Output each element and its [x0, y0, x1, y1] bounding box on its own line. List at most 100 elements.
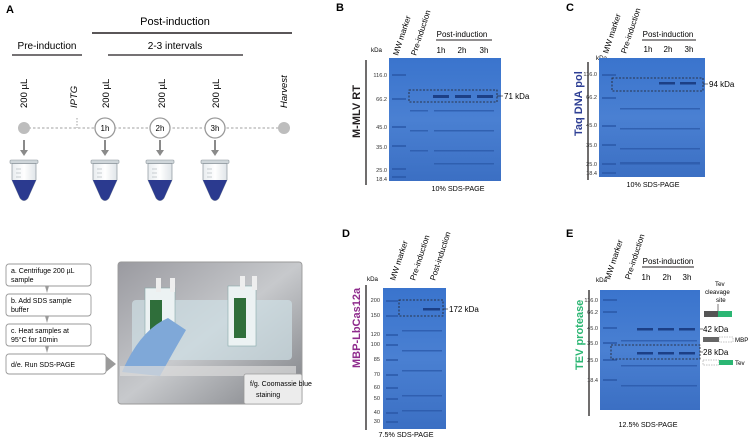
lane-post-d: Post-induction: [428, 231, 452, 282]
mbp-fragment: [703, 337, 719, 342]
harvest-label: Harvest: [279, 75, 290, 108]
tick-c-0: 116.0: [583, 72, 597, 78]
tick-b-4: 25.0: [376, 168, 387, 174]
kda-label-b: kDa: [371, 47, 383, 54]
tick-c-3: 35.0: [586, 143, 597, 149]
band-box-d: [398, 299, 444, 317]
lane-mw-d: MW marker: [388, 239, 409, 281]
post-label-b: Post-induction: [437, 30, 488, 39]
cleavage-line1: Tev: [715, 281, 726, 288]
harvest-dot: [278, 122, 290, 134]
lane-2h-b: 2h: [458, 46, 467, 55]
tick-c-2: 45.0: [586, 123, 597, 129]
caption-c: 10% SDS-PAGE: [627, 180, 680, 189]
protein-label-c: Taq DNA pol: [573, 71, 585, 136]
time-1h-label: 1h: [101, 124, 110, 133]
vol-label-1h: 200 µL: [101, 79, 112, 108]
gel-b-bands: [392, 74, 494, 178]
panel-a: A Post-induction Pre-induction 2-3 inter…: [5, 4, 312, 405]
lane-pre-c: Pre-induction: [619, 7, 642, 55]
tick-d-5: 70: [374, 372, 380, 378]
sds-page-photo: f/g. Coomassie blue staining: [117, 261, 312, 405]
step-b-line1: b. Add SDS sample: [11, 298, 72, 305]
gel-e-bands: [603, 299, 697, 387]
caption-b: 10% SDS-PAGE: [432, 184, 485, 193]
tube-icon: [90, 159, 120, 201]
intervals-label: 2-3 intervals: [148, 41, 202, 52]
panel-e: E TEV protease kDa MW marker Pre-inducti…: [566, 228, 748, 429]
vol-label-3h: 200 µL: [211, 79, 222, 108]
tick-b-3: 35.0: [376, 145, 387, 151]
caption-e: 12.5% SDS-PAGE: [619, 420, 678, 429]
tick-e-0: 116.0: [584, 298, 598, 304]
panel-e-letter: E: [566, 228, 573, 240]
tick-b-0: 116.0: [373, 73, 387, 79]
tick-c-5: 18.4: [586, 171, 597, 177]
gel-d-target-band: [423, 308, 440, 311]
pre-induction-label: Pre-induction: [18, 41, 77, 52]
iptg-label: IPTG: [69, 86, 80, 108]
cleavage-line3: site: [716, 297, 726, 304]
lane-3h-b: 3h: [480, 46, 489, 55]
tick-e-1: 66.2: [587, 310, 598, 316]
post-induction-header: Post-induction: [140, 16, 210, 28]
tick-d-6: 60: [374, 385, 380, 391]
kda-label-e: kDa: [596, 277, 608, 284]
band-label-d: 172 kDa: [449, 305, 479, 314]
panel-a-letter: A: [6, 4, 14, 16]
gel-c-target-bands: [659, 82, 696, 85]
tick-b-5: 18.4: [376, 177, 387, 183]
arrow-down-icon: [210, 139, 220, 157]
tick-d-9: 30: [374, 419, 380, 425]
arrow-down-icon: [155, 139, 165, 157]
panel-b: B M-MLV RT kDa MW marker Pre-induction P…: [336, 2, 530, 193]
fusion-tev-segment: [718, 311, 732, 317]
tick-d-8: 40: [374, 410, 380, 416]
panel-c: C Taq DNA pol kDa MW marker Pre-inductio…: [566, 2, 735, 189]
band-box-c: [611, 77, 704, 92]
post-label-e: Post-induction: [643, 257, 694, 266]
tick-c-1: 66.2: [586, 95, 597, 101]
lane-1h-e: 1h: [642, 273, 651, 282]
tev-fragment: [719, 360, 733, 365]
arrow-down-icon: [19, 139, 29, 157]
tick-d-3: 100: [371, 342, 380, 348]
post-label-c: Post-induction: [643, 30, 694, 39]
panel-c-letter: C: [566, 2, 574, 14]
stain-line2: staining: [256, 392, 280, 399]
timepoint-3h: [204, 117, 226, 139]
panel-b-letter: B: [336, 2, 344, 14]
step-a-line2: sample: [11, 277, 34, 284]
timepoint-2h: [149, 117, 171, 139]
tube-icon: [145, 159, 175, 201]
lane-2h-c: 2h: [664, 45, 673, 54]
lane-1h-b: 1h: [437, 46, 446, 55]
protein-label-b: M-MLV RT: [351, 85, 363, 138]
pre-sample-dot: [18, 122, 30, 134]
gel-d-bands: [386, 300, 442, 423]
tick-d-1: 150: [371, 313, 380, 319]
protein-label-d: MBP-LbCas12a: [351, 287, 363, 368]
step-c-line1: c. Heat samples at: [11, 328, 69, 335]
tick-e-5: 18.4: [587, 378, 598, 384]
vol-label-pre: 200 µL: [19, 79, 30, 108]
cleavage-line2: cleavage: [705, 289, 730, 296]
tick-d-0: 200: [371, 298, 380, 304]
step-c-line2: 95°C for 10min: [11, 336, 58, 344]
panel-d: D MBP-LbCas12a kDa MW marker Pre-inducti…: [342, 228, 479, 439]
lane-pre-d: Pre-induction: [408, 234, 431, 282]
gel-b: [389, 58, 501, 181]
timepoint-1h: [94, 117, 116, 139]
step-a-line1: a. Centrifuge 200 µL: [11, 268, 75, 275]
band-box-b: [408, 89, 498, 103]
lane-1h-c: 1h: [644, 45, 653, 54]
workflow-steps: a. Centrifuge 200 µL sample b. Add SDS s…: [5, 263, 116, 375]
step-d-label: d/e. Run SDS-PAGE: [11, 362, 75, 369]
band-label-c: 94 kDa: [709, 80, 735, 89]
tick-b-2: 45.0: [376, 125, 387, 131]
tick-c-4: 25.0: [586, 162, 597, 168]
protein-label-e: TEV protease: [574, 300, 586, 370]
gel-b-target-bands: [433, 95, 493, 98]
tick-e-4: 25.0: [587, 358, 598, 364]
